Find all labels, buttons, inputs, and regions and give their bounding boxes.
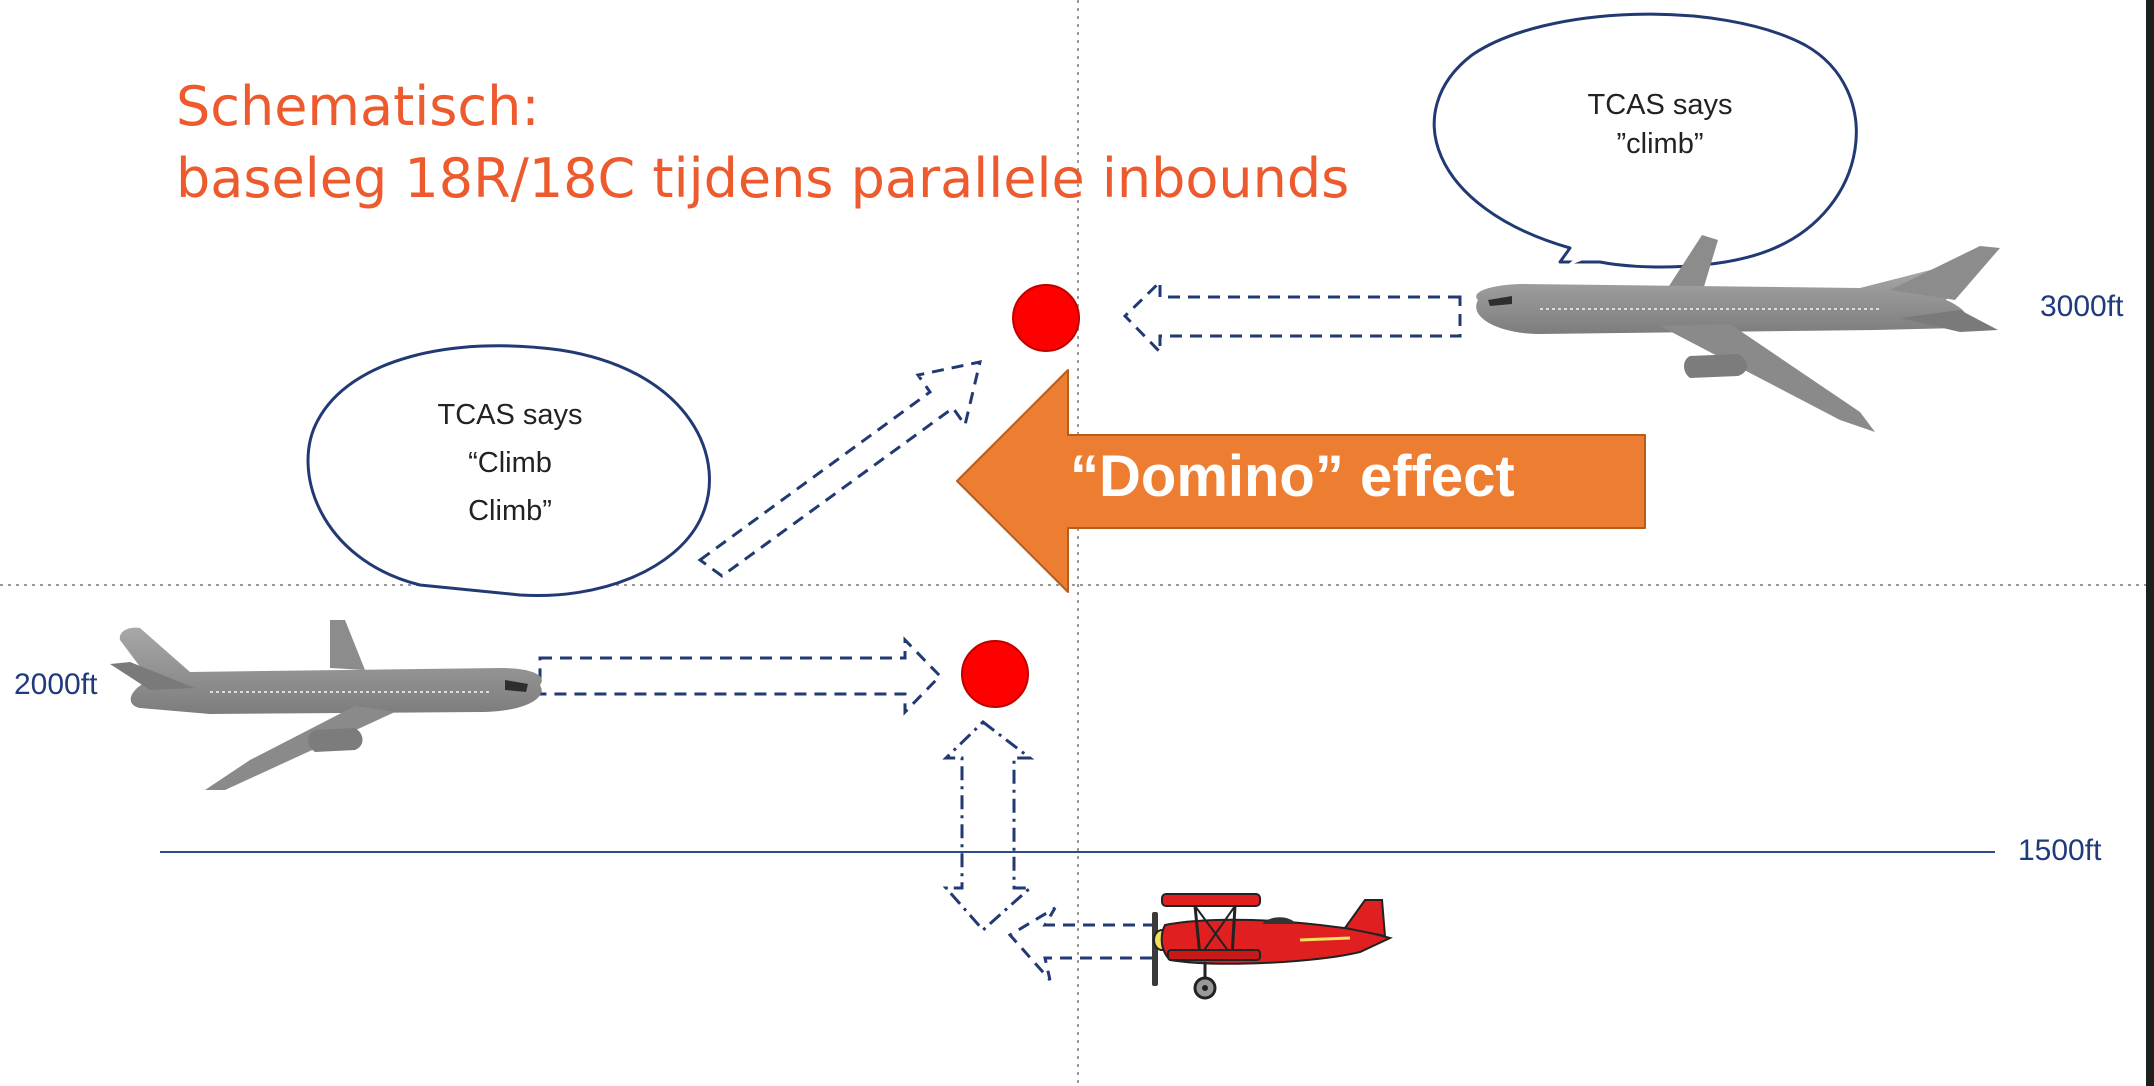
speech-bubble-left [306, 344, 711, 598]
bubble-right-text: TCAS says ”climb” [1560, 86, 1760, 164]
airliner-icon [1476, 235, 2000, 432]
right-edge-bar [2146, 0, 2154, 1086]
bubble-right-line-1: TCAS says [1587, 89, 1733, 121]
slide-title-line-2: baseleg 18R/18C tijdens parallele inboun… [176, 147, 1350, 210]
dashed-arrow-middle-right [538, 636, 943, 716]
altitude-label-1500: 1500ft [2018, 834, 2102, 867]
slide-title-line-1: Schematisch: [176, 75, 540, 138]
dashed-arrow-diagonal [697, 360, 983, 578]
conflict-point-bottom [961, 640, 1029, 708]
dashed-arrow-biplane [1007, 906, 1157, 981]
biplane-icon [1152, 893, 1393, 1000]
bubble-left-text: TCAS says “Climb Climb” [410, 392, 610, 536]
bubble-left-line-2: “Climb [468, 446, 552, 479]
dashed-arrow-top-left [1122, 278, 1462, 356]
speech-bubble-right [1432, 12, 1858, 269]
bubble-right-line-2: ”climb” [1616, 128, 1704, 161]
airliner-icon [110, 620, 542, 790]
altitude-label-2000: 2000ft [14, 668, 98, 701]
dashdot-arrow-vertical [942, 720, 1035, 933]
domino-effect-label: “Domino” effect [1070, 444, 1515, 509]
conflict-point-top [1012, 284, 1080, 352]
domino-effect-arrow [956, 369, 1646, 593]
altitude-label-3000: 3000ft [2040, 290, 2124, 323]
bubble-left-line-3: Climb” [468, 494, 552, 527]
speech-bubble-right-tail [1565, 250, 1596, 267]
bubble-left-line-1: TCAS says [437, 399, 583, 431]
